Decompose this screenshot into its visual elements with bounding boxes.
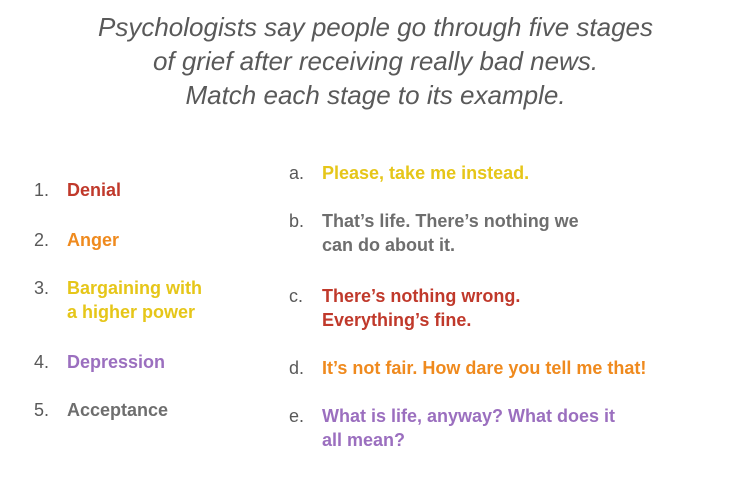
example-text: That’s life. There’s nothing we xyxy=(322,211,579,231)
title-line-1: Psychologists say people go through five… xyxy=(97,12,653,42)
example-text-line-2: all mean? xyxy=(322,430,406,450)
stage-label: Acceptance xyxy=(67,400,169,420)
stage-label: Depression xyxy=(67,352,166,372)
example-text: What is life, anyway? What does it xyxy=(322,406,616,426)
title-line-3: Match each stage to its example. xyxy=(185,80,566,110)
example-text-line-2: Everything’s fine. xyxy=(322,310,472,330)
stage-number: 2. xyxy=(34,230,50,250)
stage-number: 3. xyxy=(34,278,50,298)
stage-label: Bargaining with xyxy=(67,278,202,298)
example-letter: b. xyxy=(289,211,305,231)
page-title: Psychologists say people go through five… xyxy=(0,10,751,112)
title-line-2: of grief after receiving really bad news… xyxy=(152,46,599,76)
stage-label: Anger xyxy=(67,230,120,250)
stage-number: 4. xyxy=(34,352,50,372)
example-letter: c. xyxy=(289,286,304,306)
stage-label-line-2: a higher power xyxy=(67,302,196,322)
example-text: It’s not fair. How dare you tell me that… xyxy=(322,358,647,378)
example-letter: a. xyxy=(289,163,305,183)
stage-number: 5. xyxy=(34,400,50,420)
example-letter: d. xyxy=(289,358,305,378)
example-text: There’s nothing wrong. xyxy=(322,286,521,306)
example-letter: e. xyxy=(289,406,305,426)
stage-number: 1. xyxy=(34,180,50,200)
stage-label: Denial xyxy=(67,180,122,200)
example-text-line-2: can do about it. xyxy=(322,235,455,255)
example-text: Please, take me instead. xyxy=(322,163,530,183)
